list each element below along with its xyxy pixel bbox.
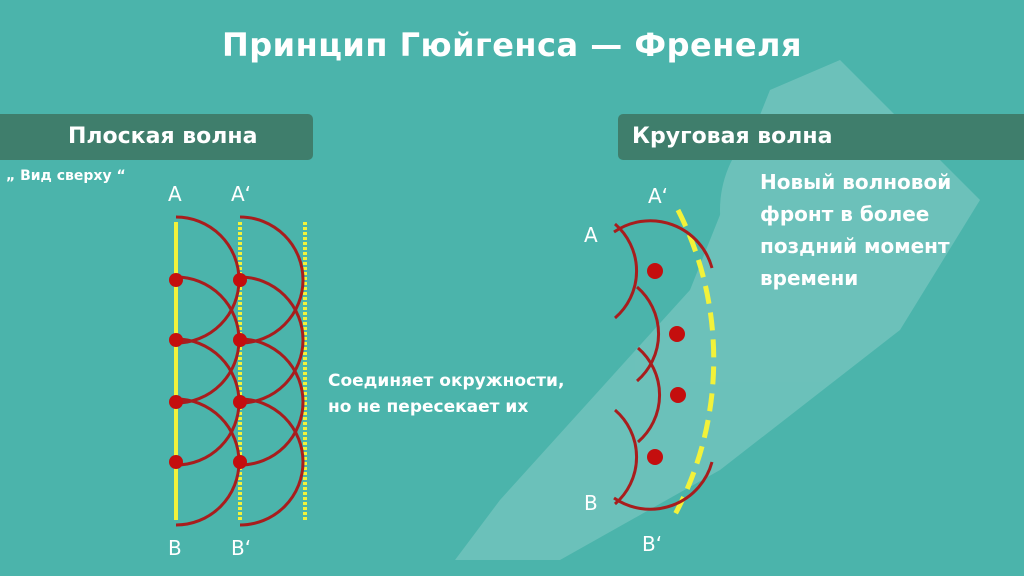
circular-label-a-prime: A‘ <box>648 184 669 208</box>
plane-source-dot <box>169 455 183 469</box>
new-front-line1: Новый волновой <box>760 170 952 194</box>
top-view-note: „ Вид сверху “ <box>6 168 126 184</box>
circular-label-b: B <box>584 491 598 515</box>
circular-source-dot <box>647 449 663 465</box>
plane-label-a-prime: A‘ <box>231 182 252 206</box>
circular-source-dot <box>670 387 686 403</box>
circular-wavelets <box>613 222 714 511</box>
circular-wavelet <box>614 222 638 320</box>
circular-wavelet <box>637 346 661 444</box>
plane-source-dot <box>233 273 247 287</box>
plane-source-dot <box>169 333 183 347</box>
circular-label-a: A <box>584 223 598 247</box>
plane-source-dot <box>233 455 247 469</box>
circular-wavelet-b <box>613 461 714 511</box>
plane-wavelet <box>239 397 305 527</box>
circular-wavelet <box>636 285 660 383</box>
plane-wavelet <box>175 397 241 527</box>
plane-source-dot <box>169 395 183 409</box>
plane-label-a: A <box>168 182 182 206</box>
new-front-line4: времени <box>760 266 859 290</box>
circular-source-dot <box>669 326 685 342</box>
plane-wave-heading: Плоская волна <box>0 114 313 160</box>
plane-wavelet <box>239 215 305 345</box>
plane-description-line2: но не пересекает их <box>328 397 529 417</box>
plane-label-b: B <box>168 536 182 560</box>
new-wavefront-arc <box>669 208 717 522</box>
circular-wave-heading: Круговая волна <box>618 114 1024 160</box>
new-front-line3: поздний момент <box>760 234 950 258</box>
plane-wave-diagram <box>169 215 307 527</box>
page-title: Принцип Гюйгенса — Френеля <box>221 26 803 64</box>
plane-description: Соединяет окружности, но не пересекает и… <box>328 368 564 420</box>
plane-source-dot <box>169 273 183 287</box>
circular-wavelet-a <box>613 219 714 269</box>
plane-source-dot <box>233 395 247 409</box>
circular-wave-diagram <box>613 208 717 522</box>
plane-wavelet <box>239 275 305 405</box>
circular-wavelet <box>614 408 638 506</box>
circular-source-dot <box>647 263 663 279</box>
plane-label-b-prime: B‘ <box>231 536 252 560</box>
circular-sources <box>647 263 686 465</box>
plane-wavelet <box>239 337 305 467</box>
new-front-line2: фронт в более <box>760 202 930 226</box>
plane-sources <box>169 273 247 469</box>
new-wavefront-note: Новый волновой фронт в более поздний мом… <box>760 166 951 294</box>
plane-source-dot <box>233 333 247 347</box>
plane-description-line1: Соединяет окружности, <box>328 371 565 391</box>
plane-wavelet <box>175 215 241 345</box>
circular-label-b-prime: B‘ <box>642 532 663 556</box>
